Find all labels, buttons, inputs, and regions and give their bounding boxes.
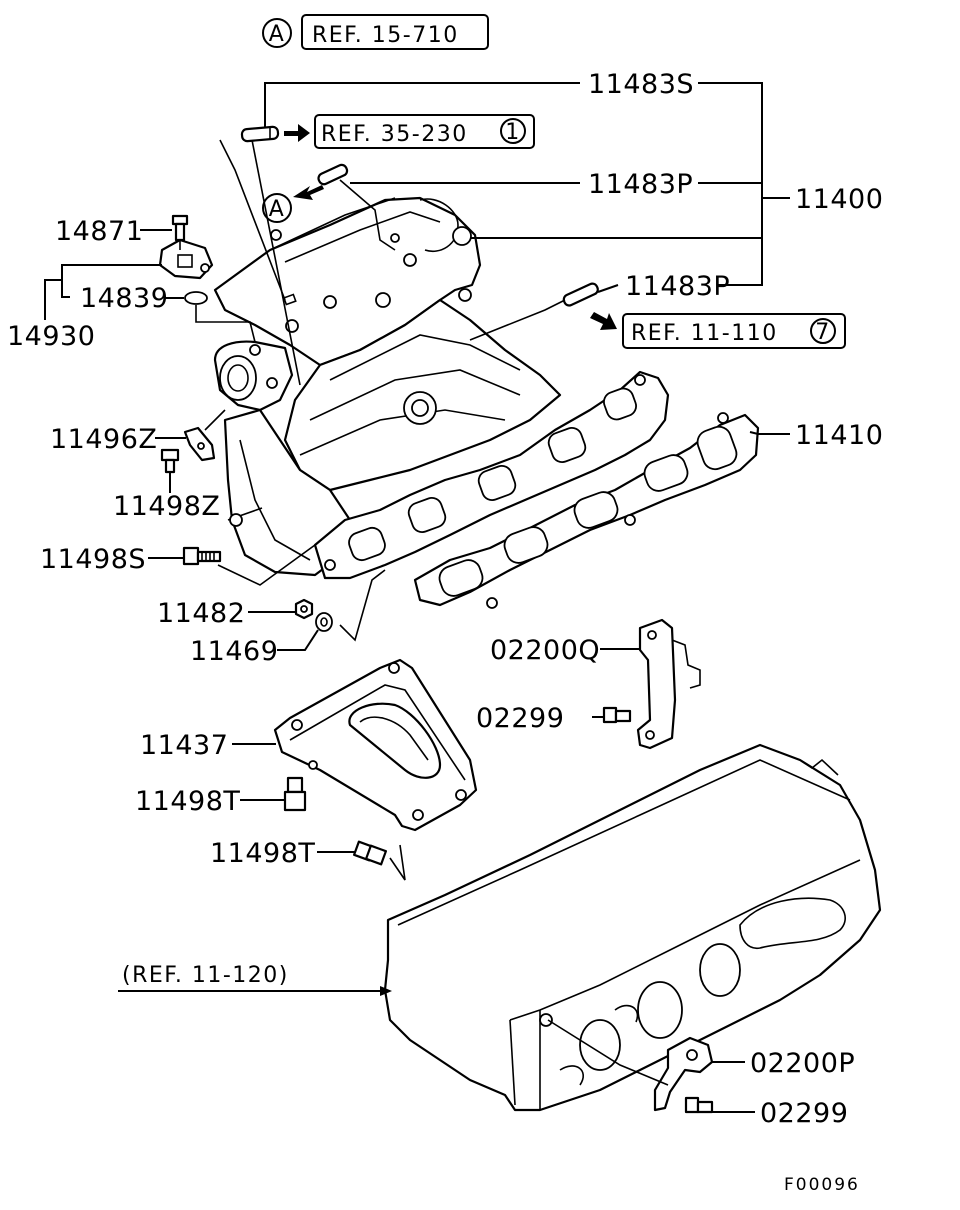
label-11496Z[interactable]: 11496Z (50, 424, 157, 455)
label-14871[interactable]: 14871 (55, 216, 143, 247)
label-11469[interactable]: 11469 (190, 636, 278, 667)
label-14839[interactable]: 14839 (80, 283, 168, 314)
part-labels: 11483S 11483P 11400 11483P 14871 14839 1… (7, 69, 883, 1195)
marker-letter: A (269, 197, 286, 222)
label-11498T-upper[interactable]: 11498T (135, 786, 240, 817)
ref-35-230-callout[interactable]: REF. 35-230 1 (314, 114, 535, 149)
marker-a-callout[interactable]: A (262, 193, 292, 223)
bolt-14871[interactable] (171, 214, 189, 242)
label-11437[interactable]: 11437 (140, 730, 228, 761)
label-11400[interactable]: 11400 (795, 184, 883, 215)
ref-15-710-callout[interactable]: A REF. 15-710 (262, 14, 489, 50)
bolt-11498T-lower[interactable] (352, 840, 388, 866)
marker-circle (262, 193, 292, 223)
ref-marker-letter: A (269, 22, 286, 47)
cylinder-head (383, 743, 882, 1112)
label-11483P-lower[interactable]: 11483P (625, 271, 730, 302)
ref-11-120-label[interactable]: (REF. 11-120) (122, 963, 289, 988)
label-02200Q[interactable]: 02200Q (490, 635, 600, 666)
ref-box (622, 313, 846, 349)
bolt-02299-lower[interactable] (684, 1096, 714, 1114)
bolt-11498Z[interactable] (160, 448, 180, 474)
label-11498T-lower[interactable]: 11498T (210, 838, 315, 869)
ref-number-circle (810, 318, 836, 344)
label-02299-upper[interactable]: 02299 (476, 703, 564, 734)
leader-lines (44, 82, 790, 1113)
ref-box (314, 114, 535, 149)
o-ring-14839[interactable] (184, 291, 208, 305)
manifold-flange (313, 370, 670, 580)
bolt-11498T-upper[interactable] (283, 776, 307, 812)
pipe-11483S[interactable] (240, 125, 280, 143)
arrow-left-icon (293, 185, 324, 200)
bolt-11498S[interactable] (182, 546, 222, 566)
bracket-02200Q[interactable] (636, 618, 701, 750)
label-02299-lower[interactable]: 02299 (760, 1098, 848, 1129)
label-02200P[interactable]: 02200P (750, 1048, 855, 1079)
ref-number: 1 (505, 120, 521, 145)
label-11498S[interactable]: 11498S (40, 544, 146, 575)
bracket-11437[interactable] (273, 658, 478, 832)
label-11410[interactable]: 11410 (795, 420, 883, 451)
label-11498Z[interactable]: 11498Z (113, 491, 220, 522)
ref-number: 7 (815, 320, 831, 345)
bracket-02200P[interactable] (653, 1036, 714, 1112)
label-11482[interactable]: 11482 (157, 598, 245, 629)
ref-marker-circle (262, 18, 292, 48)
ref-11-110-callout[interactable]: REF. 11-110 7 (622, 313, 846, 349)
gasket-11410[interactable] (413, 412, 760, 609)
pipe-11483P-lower[interactable] (562, 282, 599, 307)
gasket-11496Z[interactable] (183, 426, 216, 462)
pipe-11483P-upper[interactable] (317, 163, 349, 186)
arrow-right-icon (284, 124, 310, 142)
ref-text: REF. 35-230 (321, 122, 468, 147)
washer-11469[interactable] (315, 612, 333, 632)
label-11483S[interactable]: 11483S (588, 69, 694, 100)
nut-11482[interactable] (294, 598, 314, 620)
arrow-down-right-icon (590, 312, 617, 330)
figure-code: F00096 (784, 1175, 860, 1195)
ref-text: REF. 15-710 (312, 23, 459, 48)
ref-box (301, 14, 489, 50)
intake-manifold-11400[interactable] (213, 196, 562, 577)
bolt-02299-upper[interactable] (602, 706, 632, 724)
sensor-14930[interactable] (158, 238, 214, 280)
ref-text: REF. 11-110 (631, 321, 778, 346)
label-14930[interactable]: 14930 (7, 321, 95, 352)
ref-number-circle (500, 118, 526, 144)
label-11483P-upper[interactable]: 11483P (588, 169, 693, 200)
